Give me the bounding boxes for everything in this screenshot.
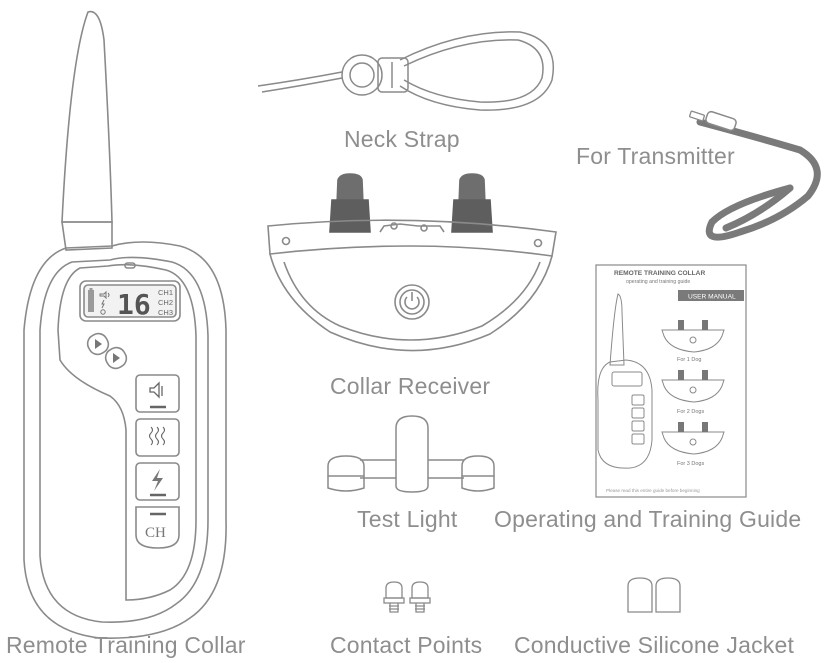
remote-transmitter: 16 CH1 CH2 CH3 CH <box>23 10 227 639</box>
remote-body-inner <box>39 256 209 623</box>
bolt-small-icon <box>101 299 105 309</box>
manual-subtitle: operating and training guide <box>626 279 690 285</box>
label-remote-training-collar: Remote Training Collar <box>6 632 246 658</box>
label-test-light: Test Light <box>357 506 458 532</box>
lcd-screen <box>79 280 181 322</box>
label-neck-strap: Neck Strap <box>344 126 460 152</box>
lightning-icon <box>152 469 163 491</box>
channel-button-label: CH <box>145 525 166 541</box>
silicone-jackets <box>627 577 681 613</box>
neck-strap <box>257 31 554 111</box>
strap-loop <box>399 31 554 111</box>
vibration-small-icon <box>100 309 106 315</box>
manual-badge-text: USER MANUAL <box>688 294 736 301</box>
lcd-ch3: CH3 <box>158 308 173 317</box>
manual-title: REMOTE TRAINING COLLAR <box>614 270 705 277</box>
lcd-level-value: 16 <box>117 288 151 321</box>
manual-dogs3: For 3 Dogs <box>677 461 704 467</box>
contact-points <box>383 581 431 613</box>
remote-face-panel <box>57 263 197 601</box>
vibration-icon <box>148 426 166 446</box>
antenna <box>61 10 113 223</box>
manual-badge <box>678 290 744 301</box>
transmitter-cable <box>689 110 821 241</box>
led-indicator <box>124 262 136 269</box>
up-button <box>86 332 110 356</box>
manual-footer: Please read this entire guide before beg… <box>606 488 700 493</box>
beep-button <box>135 374 180 413</box>
test-light-bulb-left <box>327 455 365 477</box>
strap-clip <box>377 57 409 93</box>
manual-dogs1: For 1 Dog <box>677 357 701 363</box>
vibrate-button <box>135 418 180 457</box>
remote-body-outer <box>23 241 227 639</box>
down-button <box>104 346 128 370</box>
sound-wave-icon <box>99 290 110 300</box>
test-light-bulb-right <box>461 455 495 477</box>
lcd-ch2: CH2 <box>158 298 173 307</box>
manual-dogs2: For 2 Dogs <box>677 409 704 415</box>
label-for-transmitter: For Transmitter <box>576 143 735 169</box>
antenna-base <box>61 221 113 251</box>
receiver-housing <box>267 219 557 257</box>
user-manual: REMOTE TRAINING COLLAR operating and tra… <box>595 264 747 498</box>
collar-receiver <box>267 173 557 352</box>
lcd-ch1: CH1 <box>158 288 173 297</box>
power-button <box>394 284 430 320</box>
label-contact-points: Contact Points <box>330 632 483 658</box>
speaker-icon <box>149 381 163 399</box>
shock-button <box>135 462 180 501</box>
strap-ring <box>341 54 383 96</box>
channel-button <box>135 506 180 549</box>
test-light <box>327 415 495 493</box>
usb-plug <box>705 110 737 132</box>
power-icon <box>404 292 420 310</box>
label-collar-receiver: Collar Receiver <box>330 373 491 399</box>
label-silicone-jacket: Conductive Silicone Jacket <box>514 632 795 658</box>
battery-icon <box>88 290 94 312</box>
label-operating-guide: Operating and Training Guide <box>494 506 802 532</box>
